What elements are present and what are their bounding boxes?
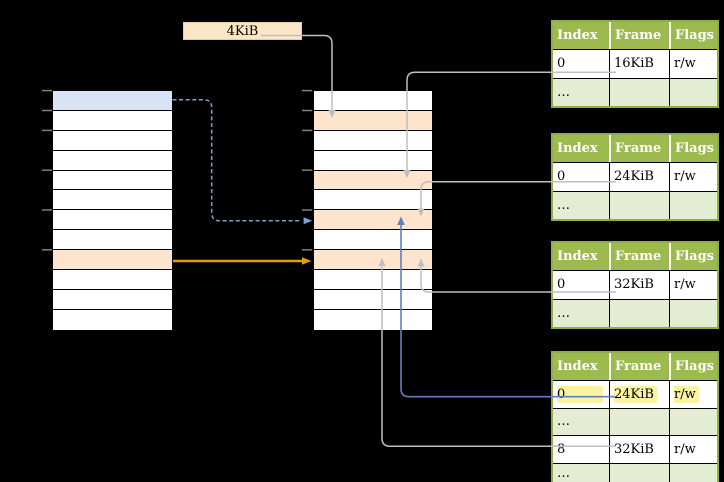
page-table-cell	[669, 191, 717, 219]
page-table-cell: 24KiB	[609, 381, 669, 408]
left-column-cell	[53, 250, 172, 271]
page-table-cell: 0	[553, 271, 609, 299]
page-table-cell	[669, 463, 717, 482]
middle-column-cell	[314, 130, 432, 151]
page-table-cell: …	[553, 463, 609, 482]
middle-column-cell	[314, 210, 432, 231]
middle-column-cell	[314, 309, 432, 330]
page-table-cell: …	[553, 299, 609, 327]
middle-column-cell	[314, 190, 432, 211]
page-table-cell: r/w	[669, 271, 717, 299]
page-table-cell	[609, 408, 669, 435]
page-table-cell: 32KiB	[609, 271, 669, 299]
page-table-cell: 0	[553, 50, 609, 78]
left-column-cell	[53, 309, 172, 330]
page-table-row: 0 24KiB r/w	[553, 380, 717, 408]
left-column-cell	[53, 91, 172, 111]
middle-column-cell	[314, 289, 432, 310]
page-table-cell: r/w	[669, 163, 717, 191]
page-table-cell: r/w	[669, 381, 717, 408]
left-column-cell	[53, 130, 172, 151]
page-table-cell: r/w	[669, 436, 717, 463]
page-table-cell	[609, 191, 669, 219]
left-column-cell	[53, 170, 172, 191]
middle-column-cell	[314, 170, 432, 191]
middle-column-cell	[314, 91, 432, 111]
middle-column-cell	[314, 250, 432, 271]
page-table-cell: 24KiB	[609, 163, 669, 191]
page-table-cell	[669, 78, 717, 106]
page-table-cell	[609, 463, 669, 482]
left-column-cell	[53, 150, 172, 171]
page-table-header-cell: Frame	[609, 135, 669, 162]
middle-column-cell	[314, 150, 432, 171]
left-column-cell	[53, 210, 172, 231]
page-table-header-cell: Frame	[609, 243, 669, 270]
middle-column-cell	[314, 230, 432, 251]
page-table-header-cell: Flags	[669, 243, 717, 270]
page-table-header-cell: Flags	[669, 135, 717, 162]
page-table-cell	[609, 299, 669, 327]
page-table-cell: 8	[553, 436, 609, 463]
page-table-cell: 0	[553, 163, 609, 191]
left-column-cell	[53, 230, 172, 251]
page-table-cell: 32KiB	[609, 436, 669, 463]
page-table-row: …	[553, 298, 717, 327]
physical-memory-column	[313, 90, 433, 331]
page-table-cell: …	[553, 191, 609, 219]
page-table-header-cell: Frame	[609, 353, 669, 380]
page-table-row: …	[553, 407, 717, 435]
left-column-cell	[53, 270, 172, 290]
page-table-cell	[609, 78, 669, 106]
page-table-cell	[669, 408, 717, 435]
middle-column-cell	[314, 110, 432, 131]
page-table-cell	[669, 299, 717, 327]
left-column-cell	[53, 110, 172, 131]
left-column-cell	[53, 190, 172, 211]
page-table-header-cell: Index	[557, 141, 598, 156]
page-table-row: …	[553, 462, 717, 482]
middle-column-cell	[314, 270, 432, 290]
page-table-cell: 16KiB	[609, 50, 669, 78]
page-table-header-cell: Index	[557, 28, 598, 43]
page-table-header-cell: Index	[557, 359, 598, 374]
left-column-cell	[53, 289, 172, 310]
arrow-virtual-page-orange	[173, 257, 312, 265]
page-table-cell: …	[553, 408, 609, 435]
page-table-cell: 0	[553, 381, 609, 408]
page-table-header-cell: Frame	[609, 22, 669, 49]
page-size-label: 4KiB	[226, 23, 259, 39]
highlighted-value: r/w	[674, 385, 699, 403]
highlighted-value: 24KiB	[614, 385, 657, 403]
virtual-memory-column	[52, 90, 173, 331]
page-size-label-box: 4KiB	[183, 22, 302, 40]
arrow-virtual-page-dashed	[172, 99, 313, 225]
page-table-header-cell: Index	[557, 249, 598, 264]
page-table-header-cell: Flags	[669, 353, 717, 380]
page-table-cell: …	[553, 78, 609, 106]
page-table-header-cell: Flags	[669, 22, 717, 49]
page-table-row: …	[553, 190, 717, 219]
page-table-cell: r/w	[669, 50, 717, 78]
highlighted-value: 0	[557, 385, 603, 403]
page-table-row: …	[553, 77, 717, 106]
